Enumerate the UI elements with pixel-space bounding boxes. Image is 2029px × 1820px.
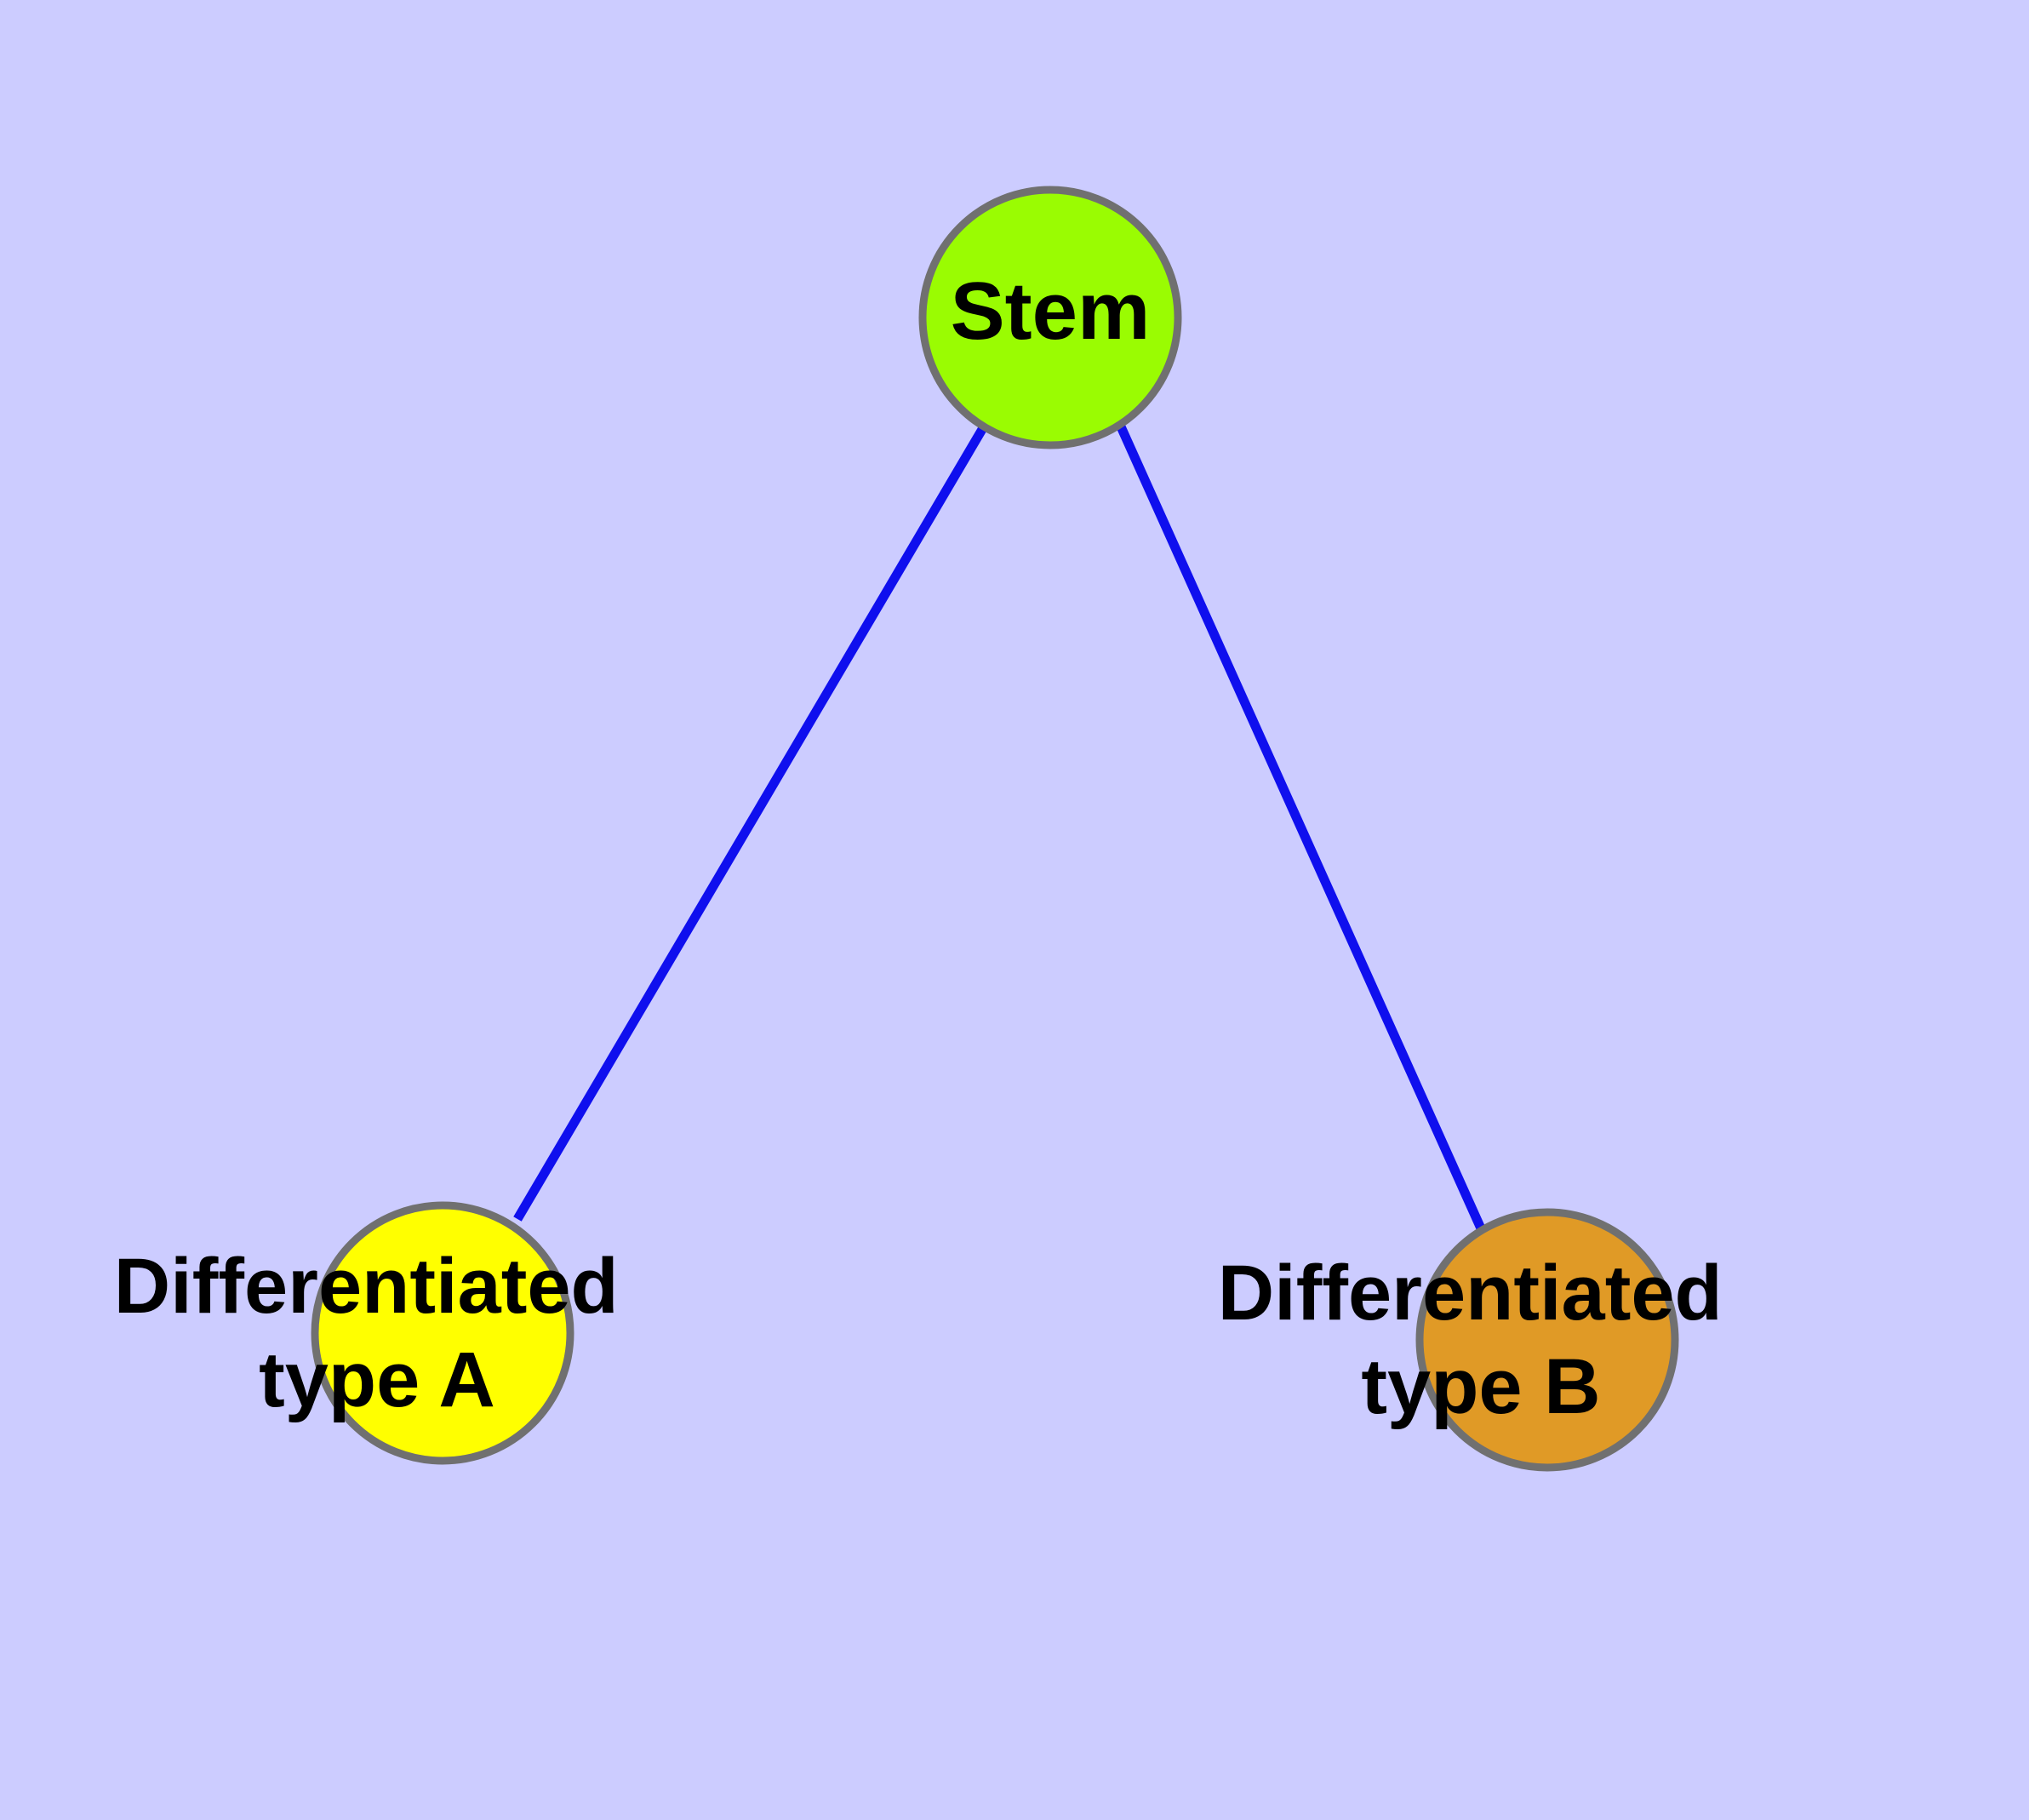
node-diff-b-label: Differentiated type B	[1218, 1250, 1745, 1430]
node-diff-a-circle[interactable]	[311, 1201, 574, 1465]
node-stem-label: Stem	[951, 266, 1151, 357]
nodes-group: Stem Differentiated type A Differentiate…	[114, 186, 1745, 1472]
node-diff-a-label-line2: type A	[259, 1336, 495, 1423]
node-diff-a-label-line1: Differentiated	[114, 1243, 619, 1330]
edge-stem-to-diff-b[interactable]	[1115, 422, 1486, 1231]
node-diff-b-label-line1: Differentiated	[1218, 1250, 1723, 1336]
node-diff-b-circle[interactable]	[1415, 1208, 1679, 1472]
node-stem-label-line1: Stem	[951, 266, 1151, 357]
node-diff-b-label-line2: type B	[1361, 1343, 1600, 1430]
node-diff-a-label: Differentiated type A	[114, 1243, 641, 1423]
node-stem[interactable]: Stem	[918, 186, 1182, 449]
node-diff-a[interactable]: Differentiated type A	[114, 1201, 641, 1465]
edges-group	[513, 422, 1486, 1231]
node-diff-b[interactable]: Differentiated type B	[1218, 1208, 1745, 1472]
edge-stem-to-diff-a[interactable]	[513, 424, 988, 1222]
node-stem-circle[interactable]	[918, 186, 1182, 449]
